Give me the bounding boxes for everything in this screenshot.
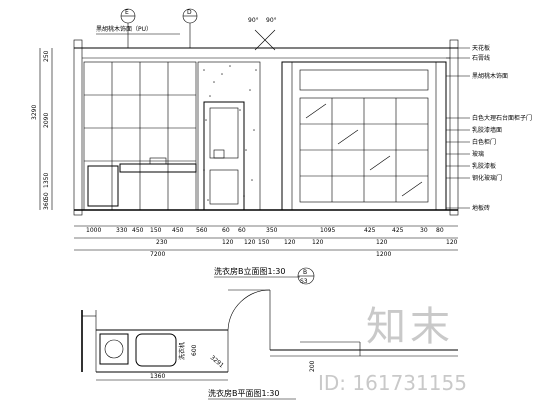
svg-text:450: 450 <box>132 227 144 234</box>
svg-text:1200: 1200 <box>376 251 391 258</box>
svg-text:120: 120 <box>376 239 388 246</box>
svg-text:1350: 1350 <box>43 173 50 188</box>
svg-text:425: 425 <box>364 227 376 234</box>
laundry-sink-plan <box>135 333 177 367</box>
svg-text:石膏线: 石膏线 <box>472 54 490 62</box>
svg-text:地板砖: 地板砖 <box>472 204 490 212</box>
svg-text:450: 450 <box>172 227 184 234</box>
svg-text:天花板: 天花板 <box>472 44 490 52</box>
watermark-logo: 知末 <box>366 304 454 350</box>
angle-marker: 90° 90° <box>248 17 277 51</box>
svg-text:玻璃: 玻璃 <box>472 150 484 158</box>
watermark-id: ID: 161731155 <box>318 371 467 395</box>
door-swing <box>227 289 271 331</box>
svg-text:560: 560 <box>196 227 208 234</box>
angle-label-1: 90° <box>248 17 259 24</box>
svg-text:E: E <box>125 9 129 16</box>
counter-top <box>119 163 197 173</box>
bottom-dimension-chain: 1000 330 450 150 450 560 60 60 350 1095 … <box>74 225 458 258</box>
svg-text:B: B <box>303 269 307 276</box>
right-labels: 天花板 石膏线 黑胡桃木饰面 白色大理石台面柜子门 乳胶漆墙面 白色柜门 玻璃 … <box>446 44 532 212</box>
svg-text:1095: 1095 <box>320 227 335 234</box>
stone-panel <box>197 61 261 211</box>
svg-text:200: 200 <box>309 360 316 372</box>
svg-text:3290: 3290 <box>31 105 38 120</box>
glass-cabinet <box>281 61 447 211</box>
section-marker-d: D <box>182 8 198 48</box>
basin <box>149 157 167 165</box>
right-wall <box>449 39 459 216</box>
svg-text:60: 60 <box>222 227 230 234</box>
stone-texture <box>203 65 257 201</box>
svg-text:150: 150 <box>258 239 270 246</box>
svg-text:120: 120 <box>244 239 256 246</box>
svg-text:洗衣机: 洗衣机 <box>178 342 186 360</box>
tile-wall <box>83 61 197 211</box>
svg-text:白色柜门: 白色柜门 <box>472 138 496 146</box>
svg-text:360: 360 <box>43 198 50 210</box>
left-wall <box>73 39 83 216</box>
svg-text:黑胡桃木饰面: 黑胡桃木饰面 <box>472 72 508 80</box>
svg-text:D: D <box>187 9 192 16</box>
svg-text:1000: 1000 <box>86 227 101 234</box>
svg-text:250: 250 <box>43 50 50 62</box>
section-marker-b: B S3 <box>297 267 315 285</box>
svg-text:330: 330 <box>116 227 128 234</box>
svg-text:S3: S3 <box>300 278 308 285</box>
watermark: 知末 ID: 161731155 <box>318 304 467 395</box>
svg-text:3291: 3291 <box>209 354 225 369</box>
section-marker-e: E <box>120 8 136 48</box>
svg-text:30: 30 <box>420 227 428 234</box>
svg-text:120: 120 <box>446 239 458 246</box>
svg-text:7200: 7200 <box>150 251 165 258</box>
svg-text:120: 120 <box>284 239 296 246</box>
svg-text:150: 150 <box>150 227 162 234</box>
svg-text:60: 60 <box>238 227 246 234</box>
svg-text:600: 600 <box>191 344 198 356</box>
top-material-label: 黑胡桃木饰面（PU） <box>96 25 152 33</box>
svg-text:120: 120 <box>222 239 234 246</box>
washing-machine <box>87 165 119 207</box>
svg-text:120: 120 <box>312 239 324 246</box>
washing-machine-plan <box>99 333 129 365</box>
svg-text:乳胶漆板: 乳胶漆板 <box>472 162 496 170</box>
angle-label-2: 90° <box>266 17 277 24</box>
svg-text:425: 425 <box>392 227 404 234</box>
svg-text:350: 350 <box>266 227 278 234</box>
plan-view: 洗衣机 600 200 3291 1360 洗衣房B平面图1:30 <box>81 289 458 400</box>
elevation-view: 90° 90° E D 黑胡桃木饰面（PU） 250 3290 2090 135… <box>31 8 532 285</box>
svg-text:乳胶漆墙面: 乳胶漆墙面 <box>472 126 502 134</box>
elevation-title: 洗衣房B立面图1:30 <box>214 266 285 276</box>
left-dimension-chain: 250 3290 2090 1350 50 360 <box>31 48 53 210</box>
svg-text:230: 230 <box>156 239 168 246</box>
svg-text:2090: 2090 <box>43 113 50 128</box>
door <box>203 101 245 211</box>
svg-text:80: 80 <box>436 227 444 234</box>
plan-title: 洗衣房B平面图1:30 <box>208 388 279 398</box>
svg-text:钢化玻璃门: 钢化玻璃门 <box>472 174 502 182</box>
svg-text:50: 50 <box>43 192 50 200</box>
svg-text:白色大理石台面柜子门: 白色大理石台面柜子门 <box>472 114 532 122</box>
plan-dim-width: 1360 <box>150 373 165 380</box>
